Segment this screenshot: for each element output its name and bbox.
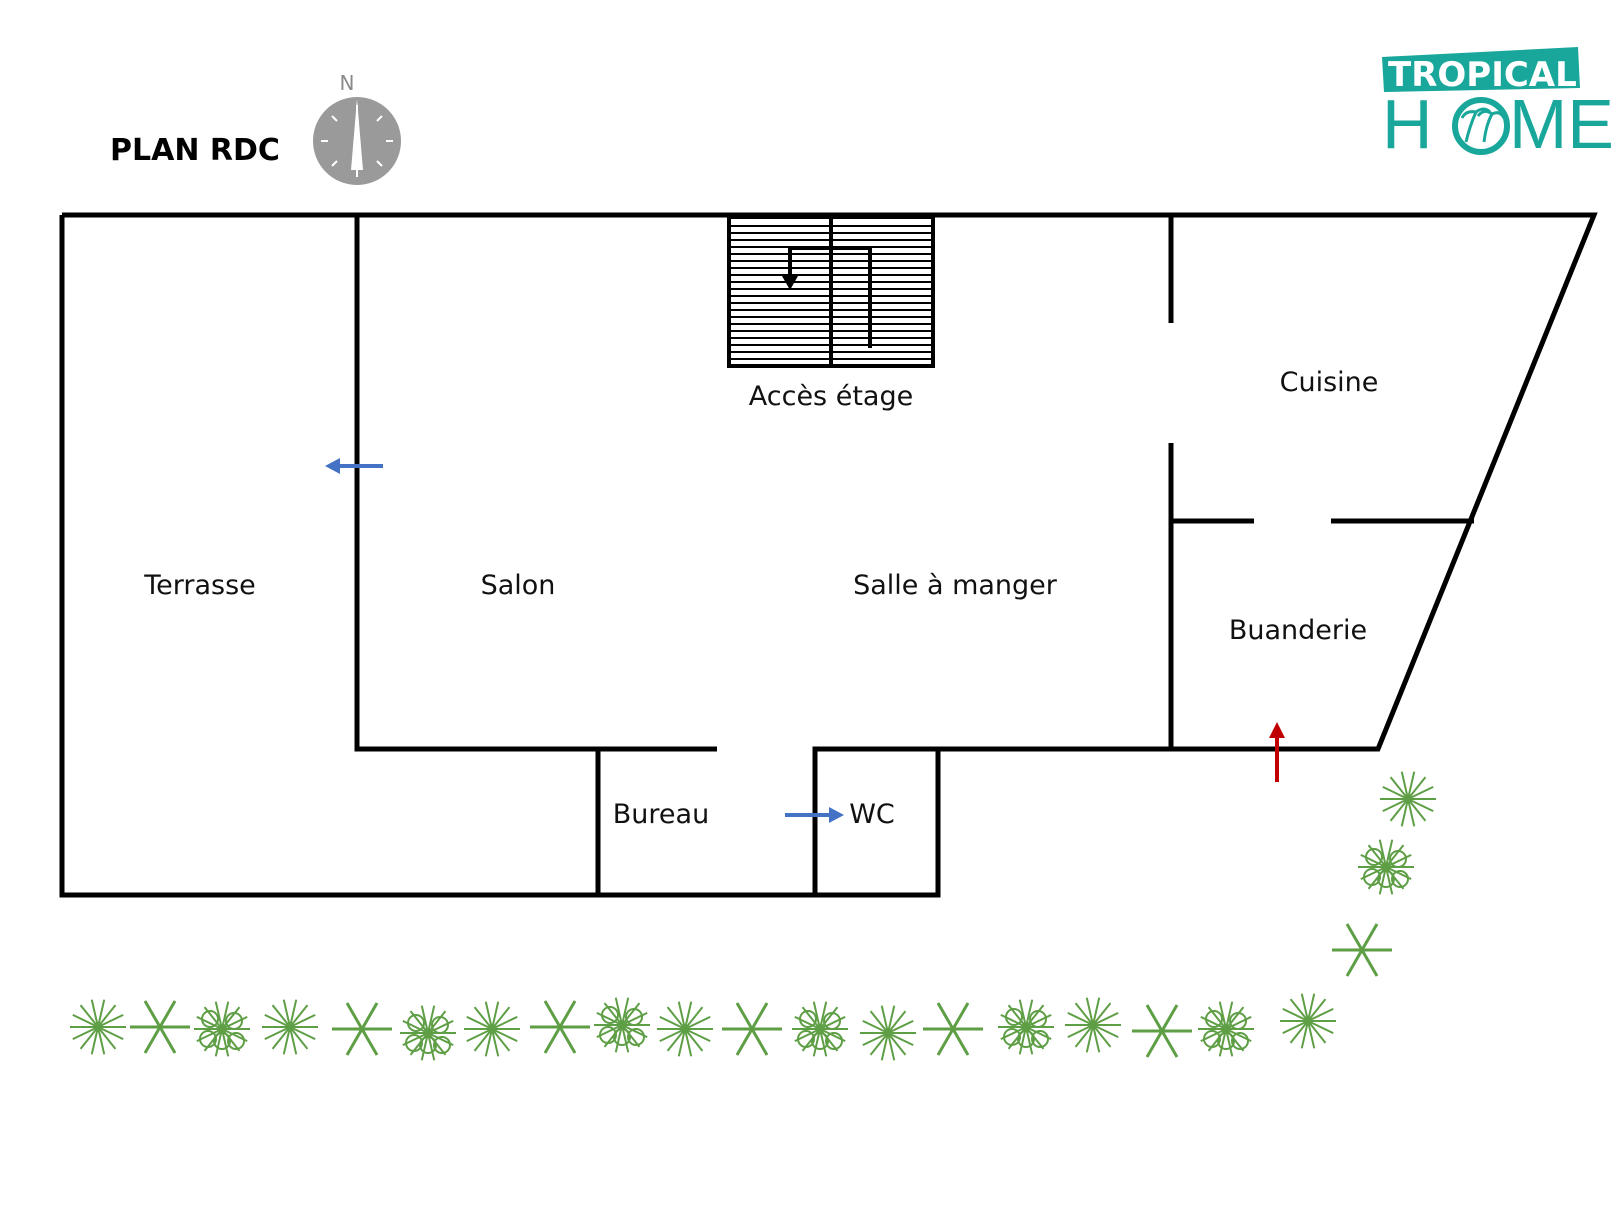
stairs-icon — [727, 215, 935, 368]
room-label-salon: Salon — [481, 570, 556, 601]
plant-icon — [1332, 923, 1392, 977]
plant-icon — [70, 999, 126, 1055]
plant-icon — [1380, 771, 1436, 827]
room-label-buanderie: Buanderie — [1229, 615, 1367, 646]
plant-icon — [332, 1002, 392, 1056]
plant-icon — [464, 1001, 520, 1057]
plant-icon — [923, 1002, 983, 1056]
plant-icon — [1280, 993, 1336, 1049]
plant-icon — [400, 1005, 456, 1061]
arrow-left-icon — [325, 458, 383, 474]
plant-icon — [130, 1000, 190, 1054]
room-label-terrasse: Terrasse — [143, 570, 256, 601]
plant-icon — [722, 1002, 782, 1056]
compass-icon: N — [313, 71, 401, 185]
plant-icon — [1198, 1001, 1254, 1057]
plant-icon — [1132, 1004, 1192, 1058]
room-label-bureau: Bureau — [613, 799, 709, 830]
logo-line2-a: H — [1382, 85, 1433, 163]
plant-icon — [657, 1001, 713, 1057]
plant-icon — [792, 1001, 848, 1057]
arrow-right-icon — [785, 807, 844, 823]
logo-line1: TROPICAL — [1388, 55, 1577, 95]
plant-icon — [530, 1000, 590, 1054]
plant-icon — [998, 999, 1054, 1055]
room-label-salle-a-manger: Salle à manger — [853, 570, 1058, 601]
plan-title: PLAN RDC — [110, 133, 280, 168]
plant-icon — [194, 1001, 250, 1057]
plant-icon — [594, 997, 650, 1053]
plant-icon — [860, 1005, 916, 1061]
plant-icon — [262, 999, 318, 1055]
compass-north-label: N — [340, 71, 355, 95]
logo-line2-b: ME — [1509, 85, 1611, 163]
plants-row — [70, 771, 1436, 1061]
room-label-cuisine: Cuisine — [1280, 367, 1379, 398]
room-label-acces-etage: Accès étage — [749, 381, 913, 412]
plant-icon — [1358, 839, 1414, 895]
plant-icon — [1065, 997, 1121, 1053]
entrance-arrow-icon — [1269, 722, 1285, 782]
room-label-wc: WC — [849, 799, 895, 830]
tropical-home-logo: TROPICAL H ME — [1382, 47, 1611, 163]
palm-tree-icon — [1452, 97, 1510, 155]
